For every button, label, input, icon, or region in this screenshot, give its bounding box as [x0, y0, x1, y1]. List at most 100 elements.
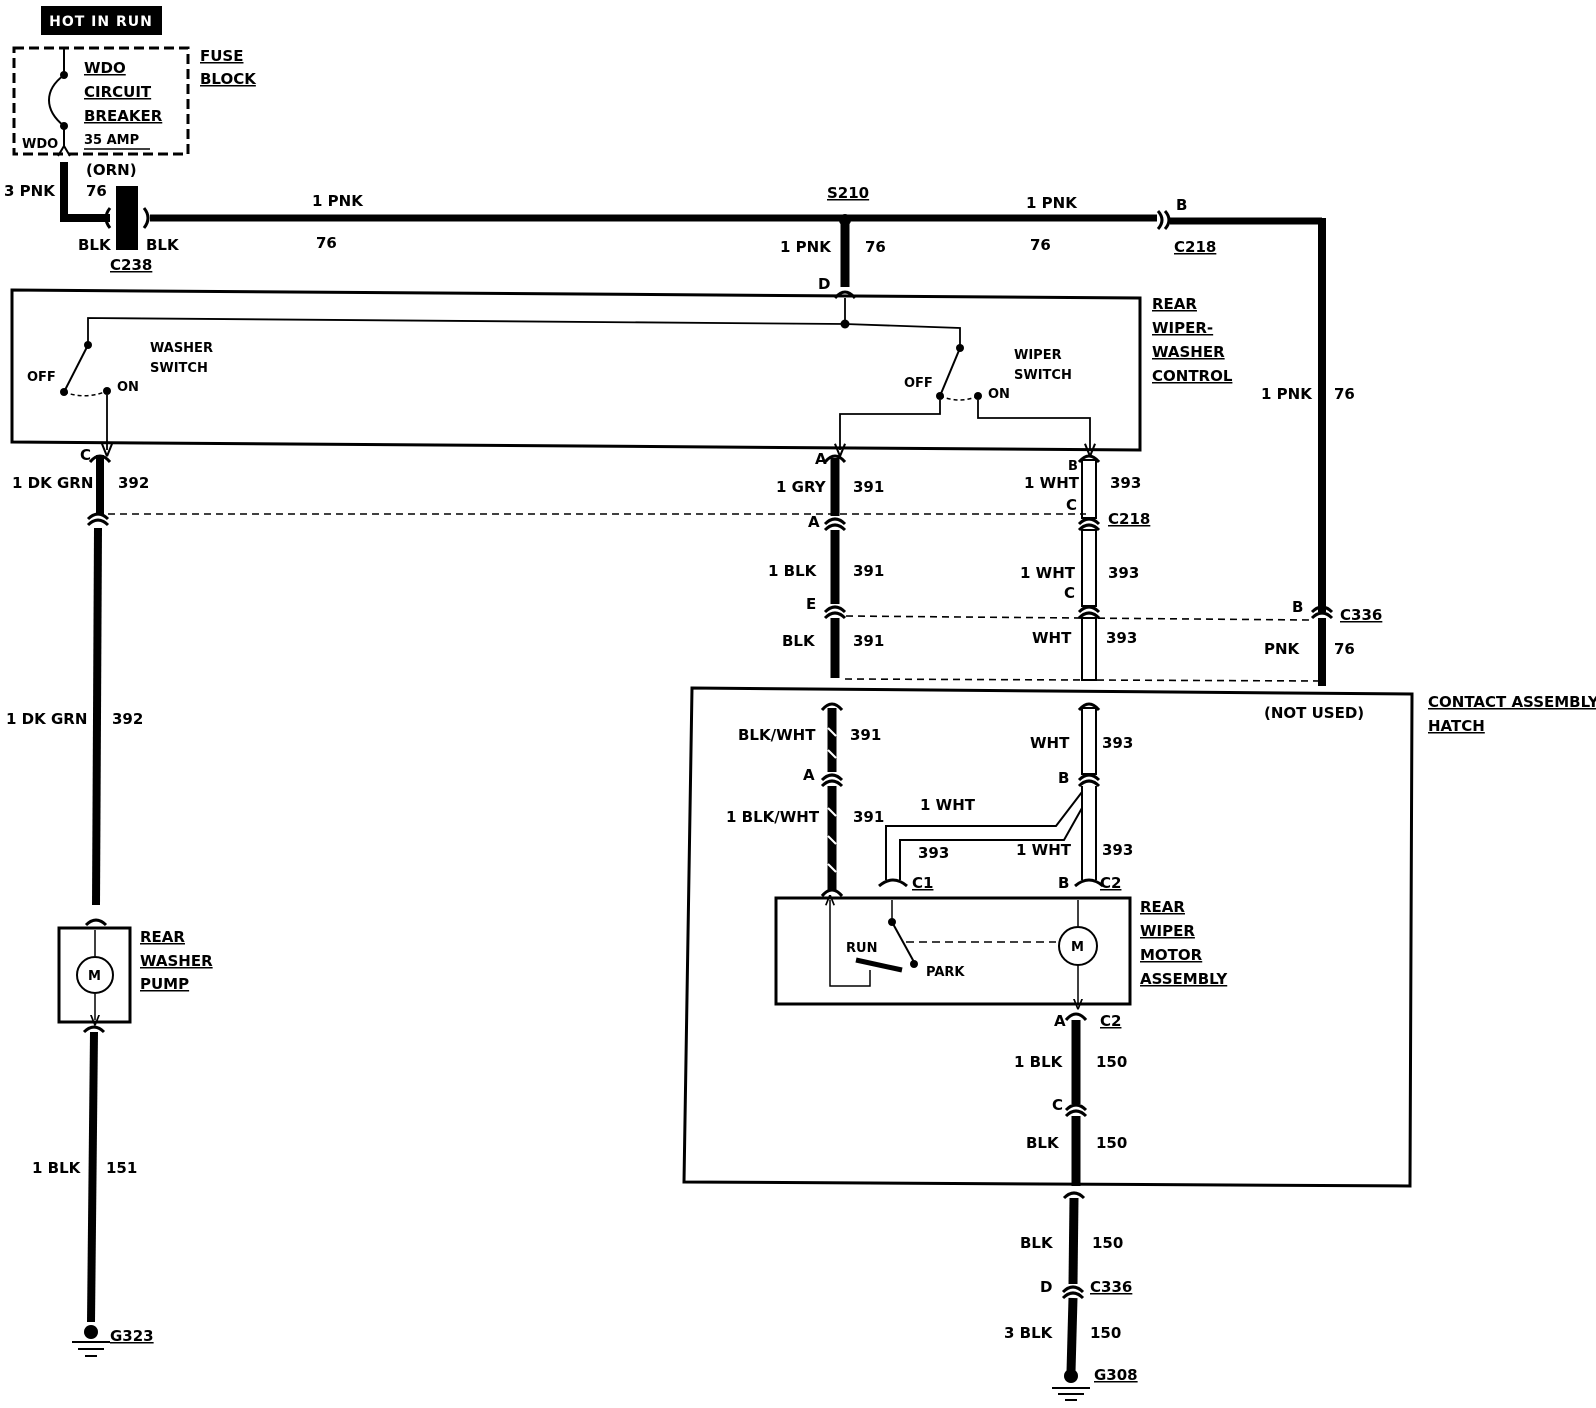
wiper-on-label: ON [988, 387, 1010, 402]
c336-circuit: 76 [1334, 640, 1355, 658]
c150-circuit-2: 150 [1096, 1134, 1127, 1152]
pump-title-1: REAR [140, 928, 185, 946]
c393-pin-b2: B [1058, 769, 1069, 787]
washer-off-label: OFF [27, 370, 56, 385]
motor-title-2: WIPER [1140, 922, 1195, 940]
c393-circuit-2: 393 [1108, 564, 1139, 582]
fuse-terminal-label: WDO [22, 137, 58, 152]
c150-circuit-3: 150 [1092, 1234, 1123, 1252]
washer-ground-wire: 1 BLK [32, 1159, 82, 1177]
c150-pin-c: C [1052, 1096, 1063, 1114]
hatch-contact-assembly [682, 686, 1414, 1188]
c238-blk-left: BLK [78, 236, 112, 254]
c391-wire-5: 1 BLK/WHT [726, 808, 820, 826]
top-wire-2: 1 PNK [1026, 194, 1078, 212]
c393-pin-b3: B [1058, 874, 1069, 892]
c218-lower-label: C218 [1108, 510, 1150, 528]
c393-circuit-5: 393 [918, 844, 949, 862]
right-circuit: 76 [1334, 385, 1355, 403]
breaker-label-1: WDO [84, 59, 126, 77]
wiper-switch-label-1: WIPER [1014, 348, 1062, 363]
c391-circuit-1: 391 [853, 478, 884, 496]
c336-wire: PNK [1264, 640, 1301, 658]
c150-wire-1: 1 BLK [1014, 1053, 1064, 1071]
c391-wire-4: BLK/WHT [738, 726, 816, 744]
c393-circuit-3: 393 [1106, 629, 1137, 647]
ground-g308: G308 [1094, 1366, 1138, 1384]
circuit-150-wires [1052, 1012, 1090, 1401]
c238-label: C238 [110, 256, 152, 274]
motor-run-label: RUN [846, 941, 877, 956]
c150-wire-4: 3 BLK [1004, 1324, 1054, 1342]
motor-title-1: REAR [1140, 898, 1185, 916]
c393-wire-4: WHT [1030, 734, 1070, 752]
hatch-title-1: CONTACT ASSEMBLY [1428, 693, 1596, 711]
feed-wires [60, 162, 1326, 612]
motor-c2-top-label: C2 [1100, 874, 1121, 892]
c150-circuit-1: 150 [1096, 1053, 1127, 1071]
washer-on-label: ON [117, 380, 139, 395]
c391-wire-2: 1 BLK [768, 562, 818, 580]
control-title-4: CONTROL [1152, 367, 1233, 385]
pump-title-3: PUMP [140, 975, 189, 993]
pump-title-2: WASHER [140, 952, 213, 970]
c150-pin-d: D [1040, 1278, 1052, 1296]
fuse-block-title-1: FUSE [200, 47, 243, 65]
c391-pin-a3: A [803, 766, 815, 784]
circuit-391-wires [820, 454, 847, 890]
motor-c1-label: C1 [912, 874, 933, 892]
washer-pin-c: C [80, 446, 91, 464]
wiper-switch-label-2: SWITCH [1014, 368, 1072, 383]
c391-circuit-3: 391 [853, 632, 884, 650]
feed-left-circuit: 76 [86, 182, 107, 200]
c393-circuit-6: 393 [1102, 841, 1133, 859]
not-used-label: (NOT USED) [1264, 704, 1364, 722]
c336-label: C336 [1340, 606, 1382, 624]
control-pin-d: D [818, 275, 830, 293]
top-circuit-1: 76 [316, 234, 337, 252]
control-title-1: REAR [1152, 295, 1197, 313]
s210-label: S210 [827, 184, 869, 202]
control-title-3: WASHER [1152, 343, 1225, 361]
c150-circuit-4: 150 [1090, 1324, 1121, 1342]
c393-pin-b: B [1068, 459, 1078, 474]
c336-pin-b: B [1292, 598, 1303, 616]
c150-wire-3: BLK [1020, 1234, 1054, 1252]
c393-pin-c: C [1066, 496, 1077, 514]
washer-wire-1: 1 DK GRN [12, 474, 93, 492]
fuse-block [12, 46, 190, 157]
pump-motor-symbol: M [88, 969, 101, 984]
circuit-393-wires [878, 454, 1104, 888]
feed-left-wire: 3 PNK [4, 182, 56, 200]
right-wire: 1 PNK [1261, 385, 1313, 403]
top-circuit-2: 76 [1030, 236, 1051, 254]
wiper-motor-symbol: M [1071, 940, 1084, 955]
drop-circuit: 76 [865, 238, 886, 256]
c336-lower-label: C336 [1090, 1278, 1132, 1296]
c391-pin-a2: A [808, 513, 820, 531]
feed-orn: (ORN) [86, 161, 137, 179]
c393-circuit-4: 393 [1102, 734, 1133, 752]
c391-wire-3: BLK [782, 632, 816, 650]
c150-wire-2: BLK [1026, 1134, 1060, 1152]
c218-top-label: C218 [1174, 238, 1216, 256]
breaker-label-3: BREAKER [84, 107, 163, 125]
connector-dashed-lines [108, 513, 1323, 682]
wiper-washer-control [10, 288, 1142, 450]
hatch-title-2: HATCH [1428, 717, 1485, 735]
c391-circuit-5: 391 [853, 808, 884, 826]
top-wire-1: 1 PNK [312, 192, 364, 210]
c393-wire-3: WHT [1032, 629, 1072, 647]
hot-in-run-header: HOT IN RUN [41, 6, 162, 35]
c238-blk-right: BLK [146, 236, 180, 254]
motor-pin-a: A [1054, 1012, 1066, 1030]
fuse-block-title-2: BLOCK [200, 70, 257, 88]
hot-in-run-label: HOT IN RUN [49, 14, 153, 30]
washer-switch-label-1: WASHER [150, 341, 213, 356]
c336-connector [1310, 605, 1334, 686]
breaker-label-2: CIRCUIT [84, 83, 152, 101]
c393-wire-5: 1 WHT [920, 796, 976, 814]
c391-circuit-2: 391 [853, 562, 884, 580]
c393-wire-2: 1 WHT [1020, 564, 1076, 582]
